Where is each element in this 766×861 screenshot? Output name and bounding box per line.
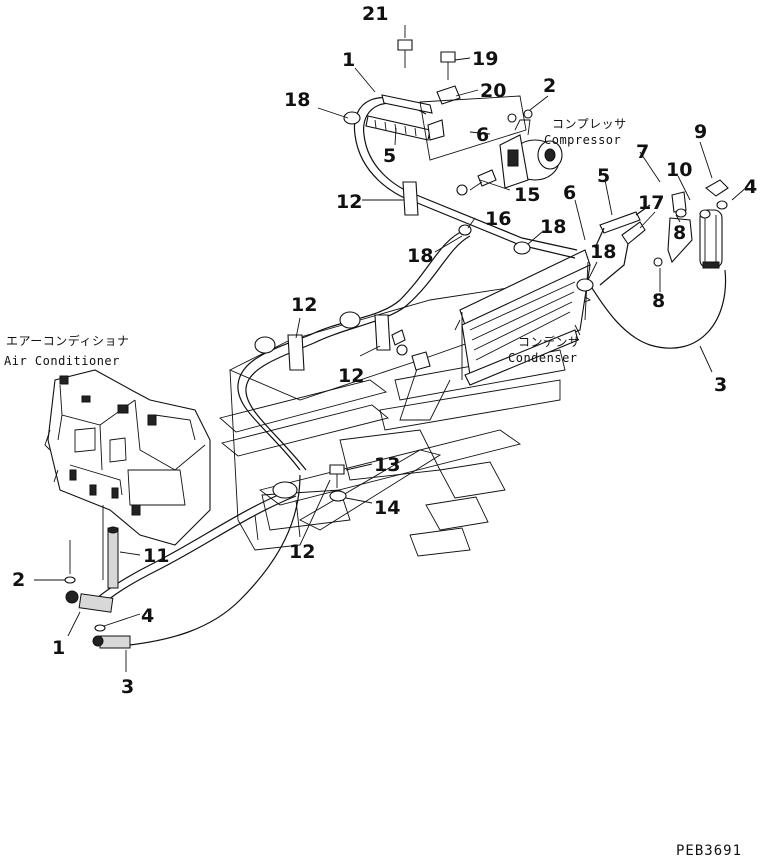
callout-13: 13 [374, 454, 400, 476]
air-conditioner-unit [44, 369, 211, 546]
compressor [499, 109, 563, 189]
callout-1-upper: 1 [342, 49, 355, 71]
callout-12-cab: 12 [338, 365, 364, 387]
aircon-label-en: Air Conditioner [4, 354, 120, 368]
callout-18-upper: 18 [284, 89, 310, 111]
callout-8-upper: 8 [673, 222, 686, 244]
callouts: 21 19 20 1 2 18 6 5 7 9 10 4 15 12 16 18… [12, 3, 757, 698]
callout-18-condenser: 18 [540, 216, 566, 238]
callout-1-lower: 1 [52, 637, 65, 659]
callout-3-right: 3 [714, 374, 727, 396]
condenser-label-jp: コンデンサ [518, 334, 581, 349]
condenser [454, 249, 591, 386]
callout-15: 15 [514, 184, 540, 206]
callout-11: 11 [143, 545, 169, 567]
callout-6-upper: 6 [476, 124, 489, 146]
callout-9: 9 [694, 121, 707, 143]
callout-8-lower: 8 [652, 290, 665, 312]
callout-7: 7 [636, 141, 649, 163]
callout-2-upper: 2 [543, 75, 556, 97]
callout-3-lower: 3 [121, 676, 134, 698]
callout-18-mid: 18 [407, 245, 433, 267]
callout-16: 16 [485, 208, 511, 230]
captions: コンプレッサ Compressor コンデンサ Condenser エアーコンデ… [4, 117, 742, 859]
callout-12-mid: 12 [291, 294, 317, 316]
aircon-label-jp: エアーコンディショナ [6, 333, 129, 348]
callout-12-upper: 12 [336, 191, 362, 213]
callout-19: 19 [472, 48, 498, 70]
drawing-code: PEB3691 [676, 843, 742, 859]
callout-14: 14 [374, 497, 400, 519]
callout-5-upper: 5 [383, 145, 396, 167]
callout-2-lower: 2 [12, 569, 25, 591]
leader-lines [34, 25, 749, 672]
receiver-drier [653, 179, 729, 269]
cab-body [219, 279, 591, 557]
callout-4-lower: 4 [141, 605, 154, 627]
callout-10: 10 [666, 159, 692, 181]
callout-12-lower: 12 [289, 541, 315, 563]
callout-4-upper: 4 [744, 176, 757, 198]
condenser-label-en: Condenser [508, 351, 578, 365]
callout-6-right: 6 [563, 182, 576, 204]
hoses [64, 94, 727, 649]
compressor-label-en: Compressor [544, 133, 621, 147]
clamps [254, 39, 594, 502]
callout-17: 17 [638, 192, 664, 214]
compressor-label-jp: コンプレッサ [552, 117, 627, 131]
callout-18-right: 18 [590, 241, 616, 263]
callout-20: 20 [480, 80, 506, 102]
callout-5-right: 5 [597, 165, 610, 187]
callout-21: 21 [362, 3, 388, 25]
